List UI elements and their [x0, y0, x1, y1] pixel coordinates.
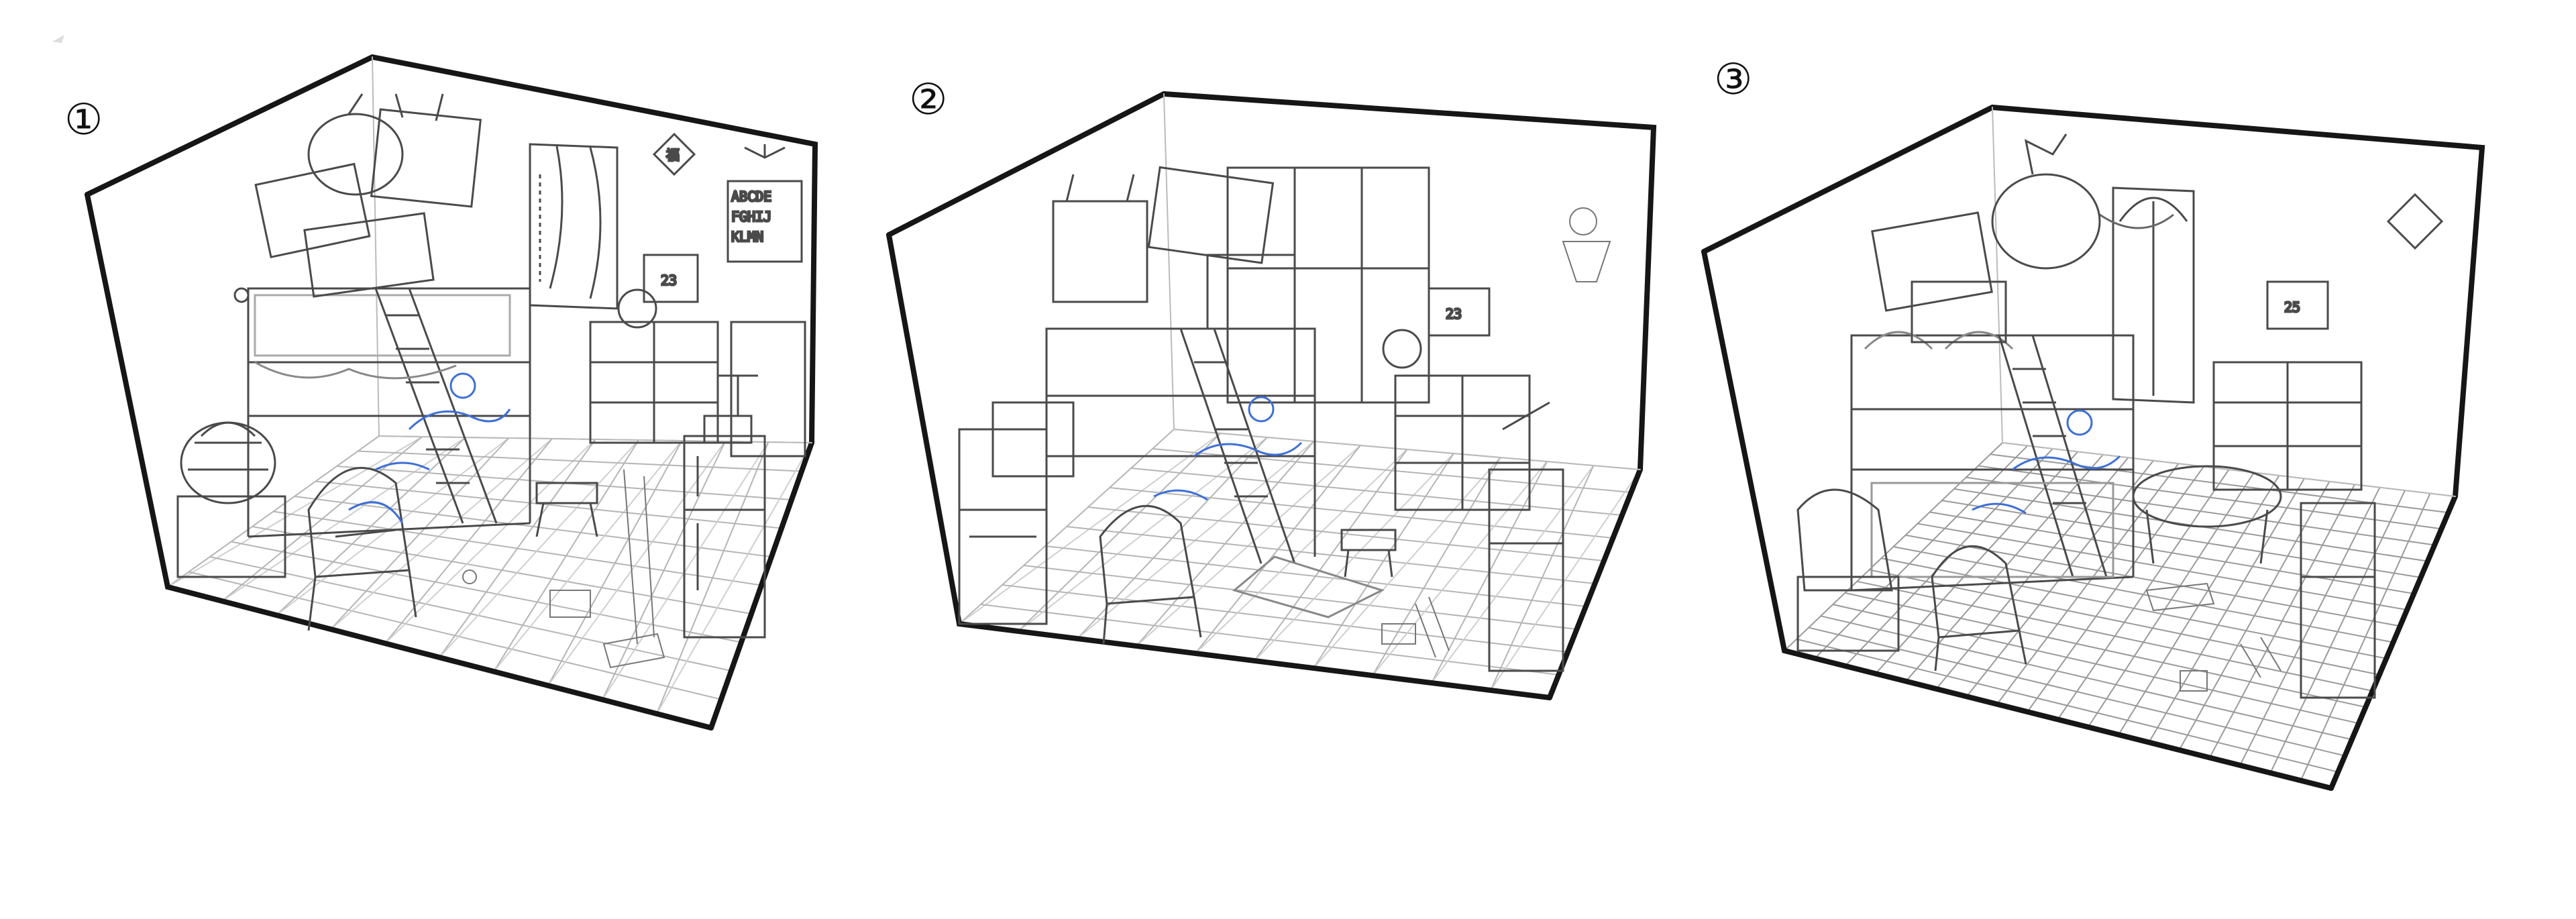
poster-line-3: KLMN: [731, 229, 763, 245]
accent-figure-3: [1972, 409, 2121, 515]
arched-window-3: [2099, 186, 2195, 404]
bunk-bed-3: [1850, 331, 2135, 592]
floor-line: [1130, 468, 1623, 516]
corner-mark: [52, 35, 64, 43]
stool-2: [1232, 529, 1397, 618]
bunk-bed-2: [1045, 327, 1316, 577]
room-frame-1: [85, 54, 818, 731]
floor-line: [315, 480, 782, 529]
floor-line: [1066, 526, 1595, 584]
floor-diagonal: [602, 441, 769, 700]
room-sketch-1: ① 福: [64, 54, 818, 731]
floor-diagonal: [1431, 465, 1595, 684]
floor-diagonal: [439, 439, 639, 658]
side-cabinet-2: [958, 401, 1075, 625]
floor-line: [493, 439, 639, 672]
floor-line: [1313, 453, 1454, 669]
desk-shelf-2: 23: [1382, 287, 1531, 511]
birdcage-1: [176, 421, 286, 578]
calendar-text-2: 23: [1446, 306, 1462, 322]
floor-diagonal: [1254, 453, 1454, 661]
calendar-text-1: 23: [661, 272, 677, 288]
clutter-1: [462, 469, 665, 669]
luggage-pile-2: [1052, 166, 1296, 330]
floor-line: [2269, 490, 2406, 773]
floor-line: [273, 510, 762, 586]
floor-line: [656, 441, 769, 714]
floor-diagonal: [330, 438, 553, 630]
chair-3: [1931, 545, 2027, 671]
floor-line: [1490, 465, 1595, 691]
floor-line: [1978, 465, 2442, 530]
round-table-3: [2132, 465, 2282, 564]
room-label-1: ①: [64, 95, 103, 145]
floor-line: [1109, 487, 1613, 539]
floor-diagonal: [1490, 469, 1641, 691]
floor-diagonal: [221, 437, 466, 602]
poster-line-2: FGHIJ: [731, 209, 771, 225]
floor-line: [602, 441, 726, 700]
room-label-3: ③: [1714, 55, 1752, 105]
chair-2: [1099, 504, 1202, 645]
fridge-3: [2300, 502, 2376, 699]
alphabet-poster-1: ABCDE FGHIJ KLMN: [727, 144, 803, 263]
accent-figure-1: [348, 372, 511, 524]
floor-line: [1087, 506, 1605, 561]
floor-line: [2148, 478, 2305, 743]
calendar-text-3: 25: [2284, 299, 2300, 315]
accent-figure-2: [1153, 396, 1303, 501]
floor-line: [2178, 481, 2330, 751]
clutter-3: [2145, 582, 2282, 692]
floor-diagonal: [384, 439, 596, 644]
floor-diagonal: [547, 441, 726, 686]
stool-1: [535, 482, 598, 537]
floor-diagonal: [493, 440, 683, 672]
fridge-1: [683, 374, 766, 639]
floor-line: [547, 440, 683, 686]
floor-line: [1941, 500, 2421, 578]
floor-line: [358, 450, 802, 472]
desk-shelf-3: 25: [2212, 193, 2444, 491]
room-label-2: ②: [909, 75, 947, 125]
fridge-2: [1488, 401, 1564, 672]
sign-board-1: 福: [652, 132, 696, 176]
floor-diagonal: [167, 436, 423, 588]
floor-line: [1966, 476, 2435, 546]
clutter-2: [1381, 207, 1611, 658]
room-frame-3: [1701, 104, 2485, 791]
floor-line: [1372, 457, 1501, 676]
floor-diagonal: [656, 442, 812, 714]
room-sketch-2: ② 23: [886, 75, 1657, 700]
room-sketch-3: ③ 25: [1701, 55, 2485, 791]
floor-diagonal: [1372, 461, 1548, 676]
floor-diagonal: [1313, 457, 1501, 669]
bunk-bed-1: [233, 287, 531, 538]
window-curtain-1: [529, 143, 619, 310]
poster-line-1: ABCDE: [731, 188, 771, 205]
luggage-pile-1: [254, 93, 482, 298]
sign-text-1: 福: [666, 147, 680, 163]
floor-pattern-1: [167, 435, 812, 728]
basket-3: [1796, 488, 1900, 652]
floor-line: [2300, 493, 2431, 781]
luggage-pile-3: [1871, 133, 2101, 343]
chair-1: [307, 467, 417, 631]
floor-line: [294, 496, 772, 557]
desk-shelf-1: 23: [589, 254, 806, 457]
